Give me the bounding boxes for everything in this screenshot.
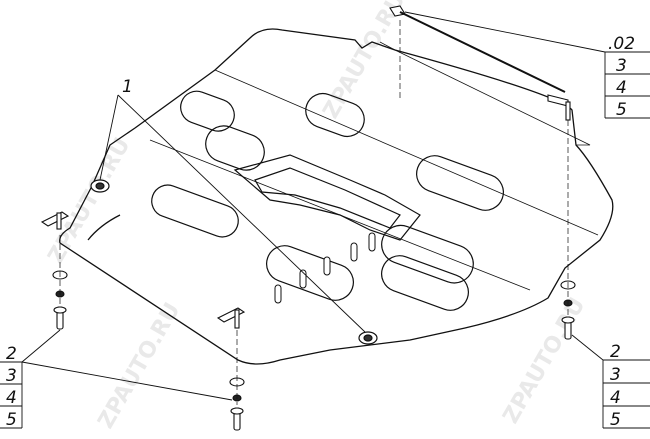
grommets — [90, 179, 378, 345]
callout-top-right-row: 3 — [616, 56, 627, 76]
watermark: ZPAUTO.RU — [319, 0, 411, 123]
callout-bottom-left-row: 4 — [6, 388, 17, 408]
plate-outline — [59, 28, 614, 365]
callout-top-right-head: .02 — [608, 34, 635, 54]
callout-bottom-left-row: 5 — [6, 410, 17, 430]
fasteners — [40, 5, 576, 431]
leader-lines — [21, 11, 606, 401]
callout-top-right-row: 5 — [616, 100, 627, 120]
callout-bottom-left-head: 2 — [6, 344, 17, 364]
axis-lines — [59, 20, 569, 405]
callout-bottom-right-row: 5 — [610, 410, 621, 430]
callout-tables — [0, 51, 650, 429]
callout-top-right-row: 4 — [616, 78, 627, 98]
studs — [274, 232, 376, 304]
callout-bottom-right-row: 4 — [610, 388, 621, 408]
watermark: ZPAUTO.RU — [94, 299, 186, 433]
callout-bottom-right-row: 3 — [610, 365, 621, 385]
callout-part-1: 1 — [122, 77, 133, 97]
plate-slots — [151, 90, 504, 311]
callout-bottom-left-row: 3 — [6, 366, 17, 386]
watermark: ZPAUTO.RU — [44, 134, 136, 268]
callout-bottom-right-head: 2 — [610, 342, 621, 362]
